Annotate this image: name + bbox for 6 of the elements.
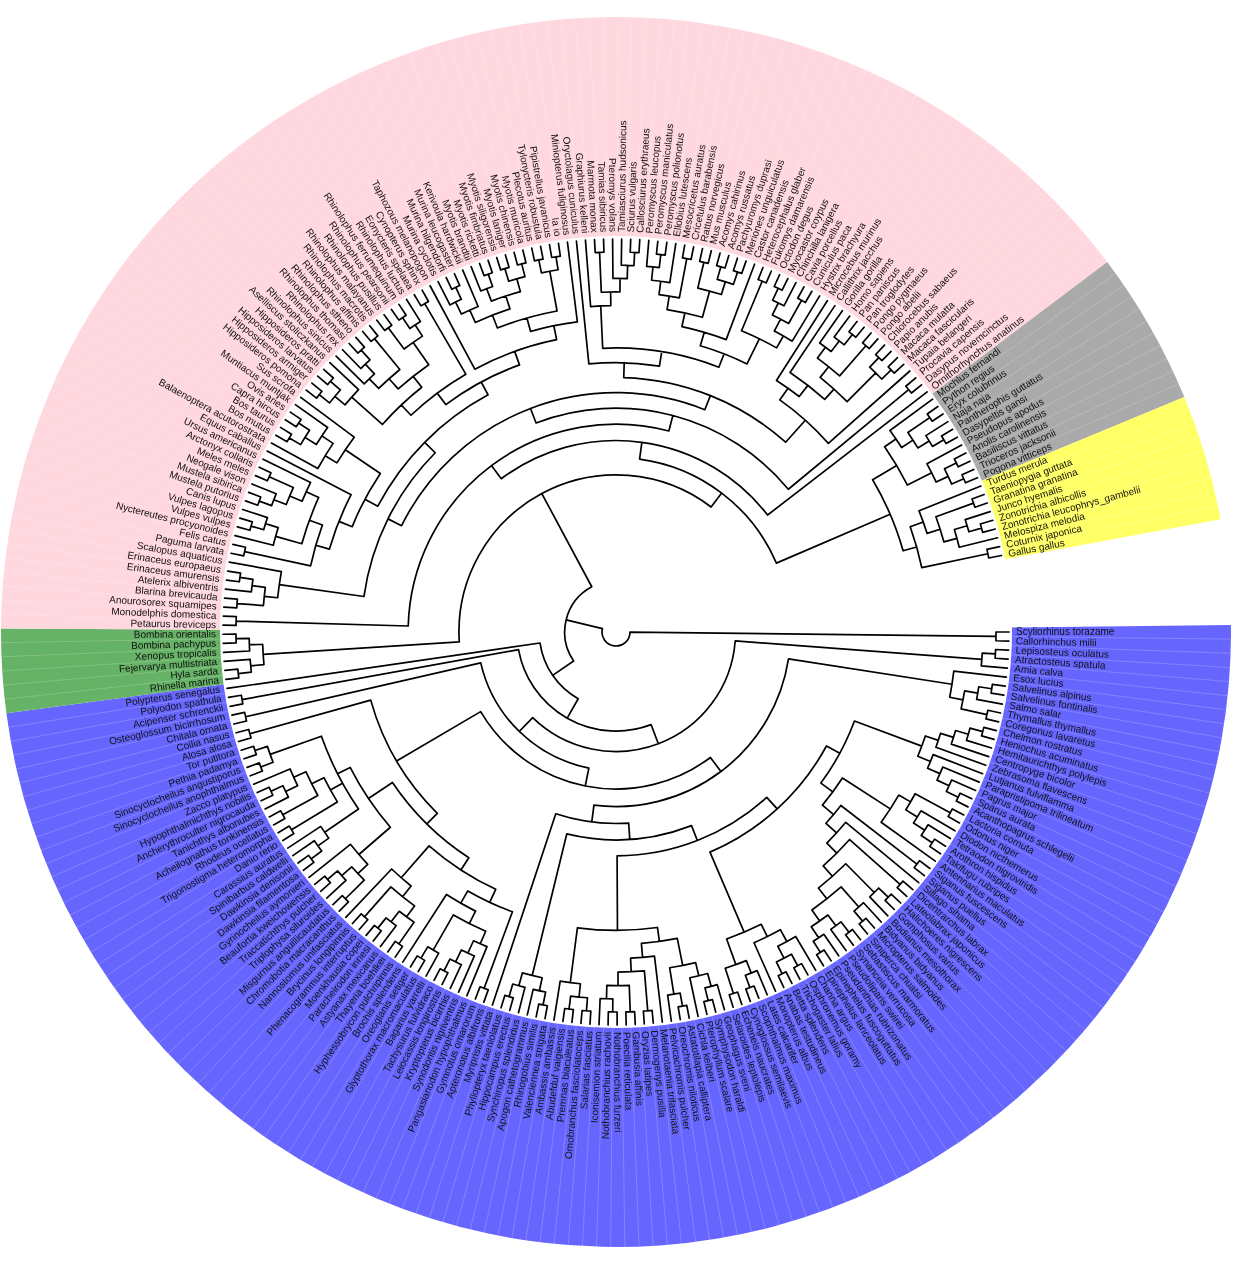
species-label: Bombina pachypus [131, 638, 217, 651]
species-label: Scyliorhinus torazame [1016, 627, 1115, 637]
species-label: Nothobranchius furzeri [612, 1032, 623, 1133]
species-label: Bombina orientalis [133, 629, 217, 640]
species-label: Pteromys volans [606, 158, 618, 233]
species-label: Petaurus breviceps [130, 618, 217, 631]
